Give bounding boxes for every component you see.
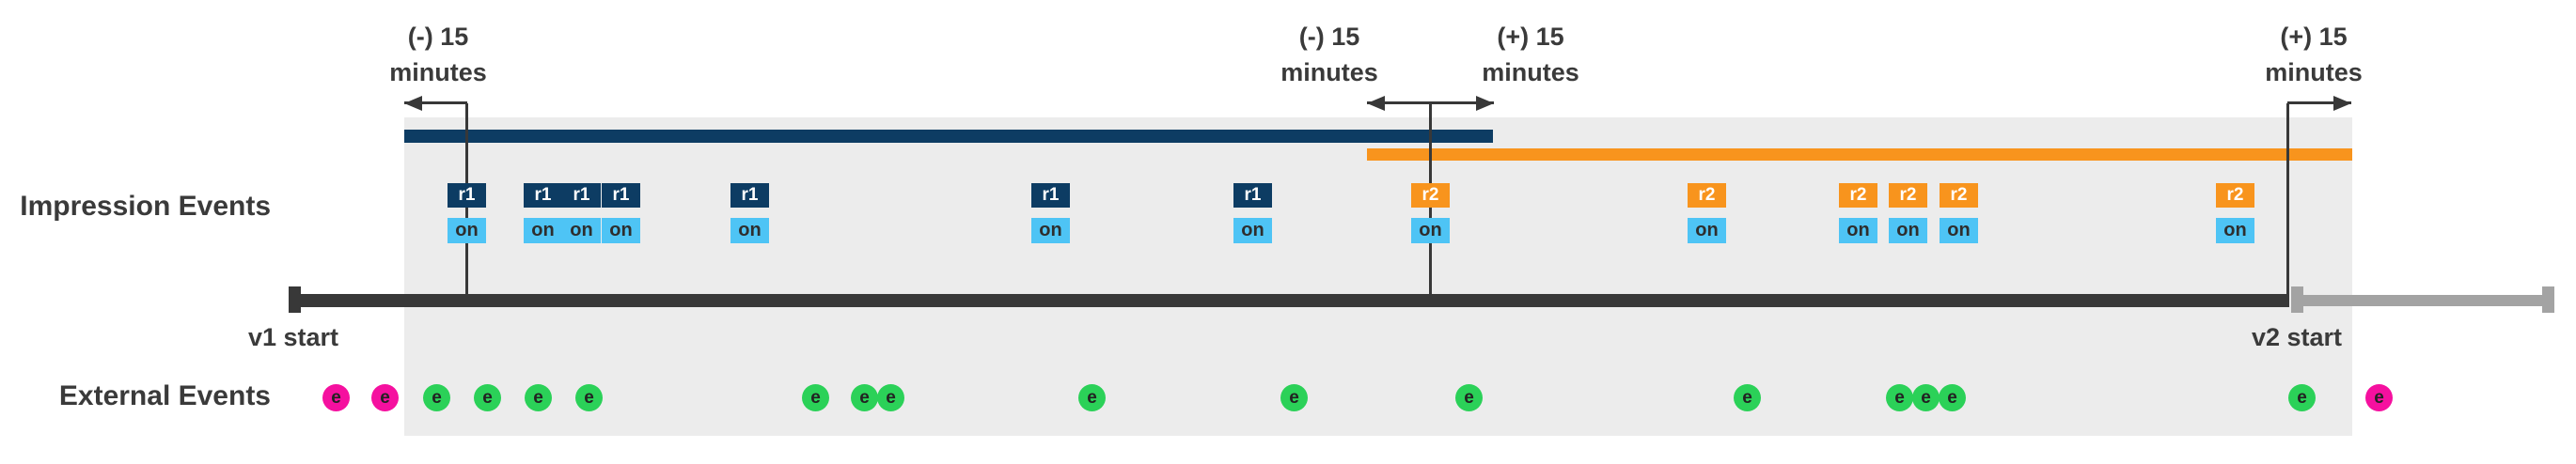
v2-active-period-bar [1367, 148, 2352, 161]
impression-event-r2-box: r2 [1688, 183, 1726, 208]
timeline-v1-segment [294, 294, 2289, 307]
arrow-window-mid-head-right-icon [1476, 96, 1494, 111]
impression-event-on-box: on [602, 218, 640, 243]
impression-event-on-box: on [448, 218, 486, 243]
external-event-green-circle: e [1886, 384, 1913, 411]
offset-label-minus15-left: (-) 15 minutes [389, 19, 487, 90]
impression-event-on-box: on [1889, 218, 1927, 243]
v2-start-tick [2291, 286, 2303, 313]
external-event-green-circle: e [2288, 384, 2316, 411]
impression-event-r2-box: r2 [2216, 183, 2254, 208]
impression-event-r2-box: r2 [1889, 183, 1927, 208]
impression-event-r1-box: r1 [524, 183, 562, 208]
impression-event-r1-box: r1 [730, 183, 769, 208]
external-event-green-circle: e [474, 384, 501, 411]
external-events-row-label: External Events [58, 380, 271, 411]
impression-events-row-label: Impression Events [20, 191, 271, 222]
connector-v2-start [2286, 103, 2289, 294]
impression-event-on-box: on [1233, 218, 1272, 243]
external-event-green-circle: e [851, 384, 878, 411]
external-event-pink-circle: e [2365, 384, 2393, 411]
offset-label-plus15-mid-line1: (+) 15 [1497, 23, 1564, 51]
arrow-minus15-left-head-left-icon [404, 96, 422, 111]
impression-event-r2-box: r2 [1839, 183, 1877, 208]
offset-label-plus15-right-line1: (+) 15 [2280, 23, 2348, 51]
impression-event-on-box: on [730, 218, 769, 243]
external-event-green-circle: e [1280, 384, 1308, 411]
external-event-green-circle: e [1939, 384, 1966, 411]
external-event-green-circle: e [525, 384, 552, 411]
offset-label-plus15-mid: (+) 15 minutes [1482, 19, 1579, 90]
impression-event-on-box: on [1031, 218, 1070, 243]
offset-label-plus15-right-line2: minutes [2265, 58, 2363, 86]
impression-event-on-box: on [1688, 218, 1726, 243]
external-event-green-circle: e [423, 384, 450, 411]
offset-label-minus15-left-line2: minutes [389, 58, 487, 86]
arrow-plus15-right-line [2287, 101, 2351, 104]
external-event-green-circle: e [1078, 384, 1106, 411]
v2-window-end-tick [2542, 286, 2554, 313]
impression-event-r1-box: r1 [562, 183, 601, 208]
experiment-window-panel [404, 117, 2352, 436]
arrow-minus15-left-line [404, 101, 467, 104]
impression-event-r1-box: r1 [602, 183, 640, 208]
impression-event-on-box: on [1411, 218, 1450, 243]
external-event-green-circle: e [877, 384, 904, 411]
external-event-pink-circle: e [322, 384, 350, 411]
external-event-green-circle: e [575, 384, 603, 411]
external-event-pink-circle: e [371, 384, 399, 411]
offset-label-minus15-mid: (-) 15 minutes [1280, 19, 1378, 90]
impression-event-r1-box: r1 [448, 183, 486, 208]
impression-event-on-box: on [562, 218, 601, 243]
external-event-green-circle: e [1912, 384, 1940, 411]
impression-event-on-box: on [2216, 218, 2254, 243]
v1-start-label: v1 start [247, 323, 339, 351]
external-event-green-circle: e [1734, 384, 1761, 411]
impression-event-on-box: on [524, 218, 562, 243]
offset-label-minus15-mid-line2: minutes [1280, 58, 1378, 86]
impression-event-r1-box: r1 [1233, 183, 1272, 208]
v2-start-label: v2 start [2251, 323, 2343, 351]
external-event-green-circle: e [1455, 384, 1483, 411]
offset-label-plus15-mid-line2: minutes [1482, 58, 1579, 86]
impression-event-r2-box: r2 [1940, 183, 1978, 208]
arrow-window-mid-head-left-icon [1367, 96, 1385, 111]
arrow-window-mid-line [1367, 101, 1494, 104]
impression-event-r2-box: r2 [1411, 183, 1450, 208]
offset-label-minus15-mid-line1: (-) 15 [1298, 23, 1360, 51]
impression-event-on-box: on [1940, 218, 1978, 243]
v1-active-period-bar [404, 130, 1493, 143]
arrow-plus15-right-head-right-icon [2333, 96, 2351, 111]
impression-event-on-box: on [1839, 218, 1877, 243]
impression-event-r1-box: r1 [1031, 183, 1070, 208]
v1-start-tick [289, 286, 301, 313]
offset-label-minus15-left-line1: (-) 15 [407, 23, 469, 51]
external-event-green-circle: e [802, 384, 829, 411]
timeline-v2-segment [2291, 295, 2554, 306]
offset-label-plus15-right: (+) 15 minutes [2265, 19, 2363, 90]
